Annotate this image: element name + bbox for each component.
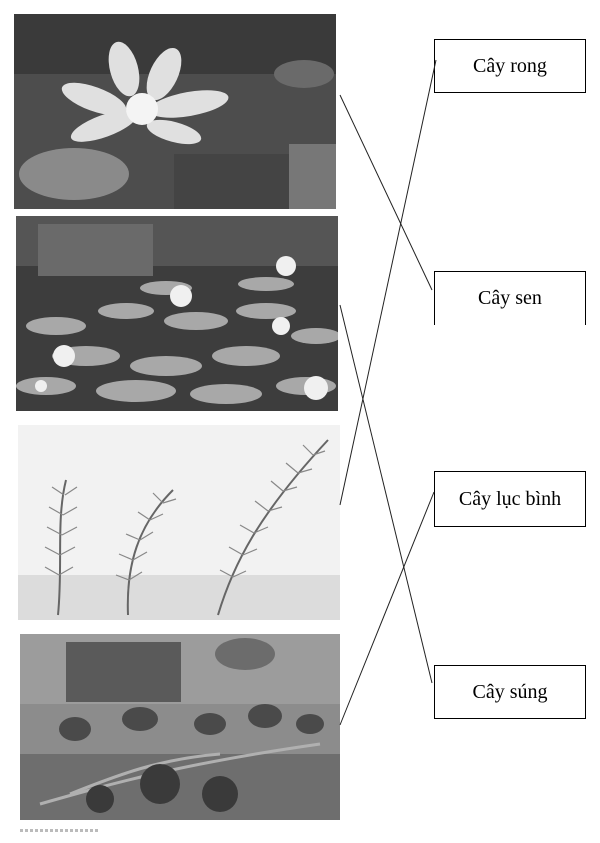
waterweed-fronds-photo (18, 425, 340, 620)
match-line-waterweed-rong (339, 59, 437, 506)
label-cay-luc-binh-text: Cây lục bình (458, 487, 562, 510)
label-cay-sen: Cây sen (434, 271, 586, 325)
label-cay-sung-text: Cây súng (472, 680, 548, 703)
photo-lotus (14, 14, 336, 209)
match-line-lotus-sen (339, 94, 433, 291)
label-cay-luc-binh: Cây lục bình (434, 471, 586, 527)
water-lily-pads-photo (16, 216, 338, 411)
photo-water-lily (16, 216, 338, 411)
match-line-water-hyacinth-luc-binh (339, 491, 435, 726)
label-cay-sung: Cây súng (434, 665, 586, 719)
photo-waterweed (18, 425, 340, 620)
label-cay-rong: Cây rong (434, 39, 586, 93)
match-line-water-lily-sung (339, 304, 433, 684)
label-cay-sen-text: Cây sen (478, 287, 542, 309)
water-hyacinth-photo (20, 634, 340, 820)
photo-water-hyacinth (20, 634, 340, 820)
footnote-rule (20, 829, 100, 832)
lotus-flower-photo (14, 14, 336, 209)
label-cay-rong-text: Cây rong (473, 54, 547, 77)
